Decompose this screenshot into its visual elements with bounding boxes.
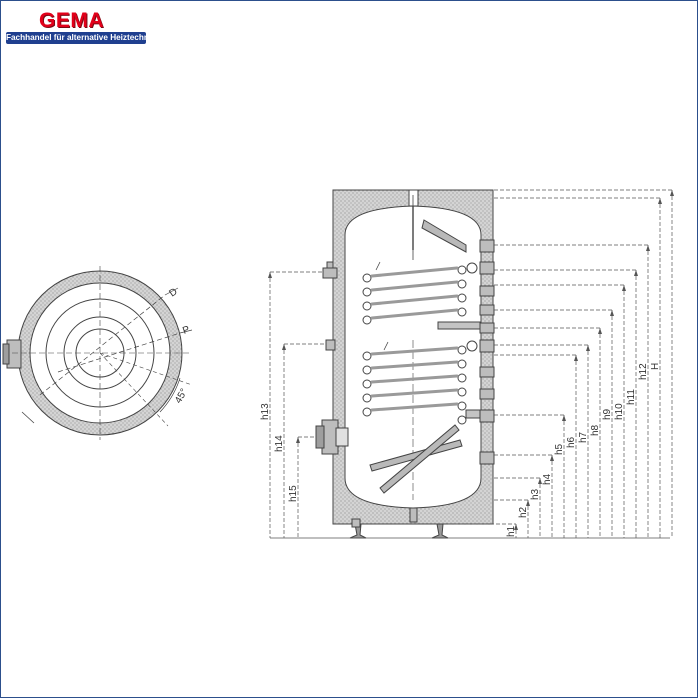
label-h12: h12 — [638, 363, 649, 380]
label-h1: h1 — [506, 525, 517, 537]
label-h15: h15 — [288, 485, 299, 502]
plan-view — [2, 266, 193, 440]
tank-foot-right — [431, 523, 449, 539]
label-h3: h3 — [530, 488, 541, 500]
lower-coil — [362, 340, 478, 425]
plan-label-p: P — [181, 324, 191, 337]
upper-coil — [362, 262, 478, 325]
plan-dim-d-line — [39, 294, 166, 396]
plan-dim-p-line — [57, 332, 181, 373]
logo-tagline: Fachhandel für alternative Heiztechnik — [6, 32, 156, 44]
label-h8: h8 — [590, 424, 601, 436]
label-h14: h14 — [274, 435, 285, 452]
logo-wordmark: GEMA — [39, 9, 104, 32]
label-h4: h4 — [542, 473, 553, 485]
elevation-view — [315, 189, 495, 539]
label-H: H — [650, 363, 661, 370]
plan-angle-arc — [159, 377, 181, 413]
dimension-lines — [269, 189, 673, 539]
left-nozzle-top — [322, 267, 338, 279]
label-h6: h6 — [566, 436, 577, 448]
gema-logo[interactable]: GEMA Fachhandel für alternative Heiztech… — [6, 9, 156, 45]
label-h13: h13 — [260, 403, 271, 420]
label-h5: h5 — [554, 443, 565, 455]
label-h9: h9 — [602, 408, 613, 420]
label-h11: h11 — [626, 389, 637, 405]
label-h10: h10 — [614, 403, 625, 420]
height-labels-left: h13 h14 h15 — [260, 403, 299, 502]
height-labels-right: h1 h2 h3 h4 h5 h6 h7 h8 h9 h10 h11 h12 H — [506, 363, 661, 537]
label-h7: h7 — [578, 431, 589, 443]
label-h2: h2 — [518, 506, 529, 518]
